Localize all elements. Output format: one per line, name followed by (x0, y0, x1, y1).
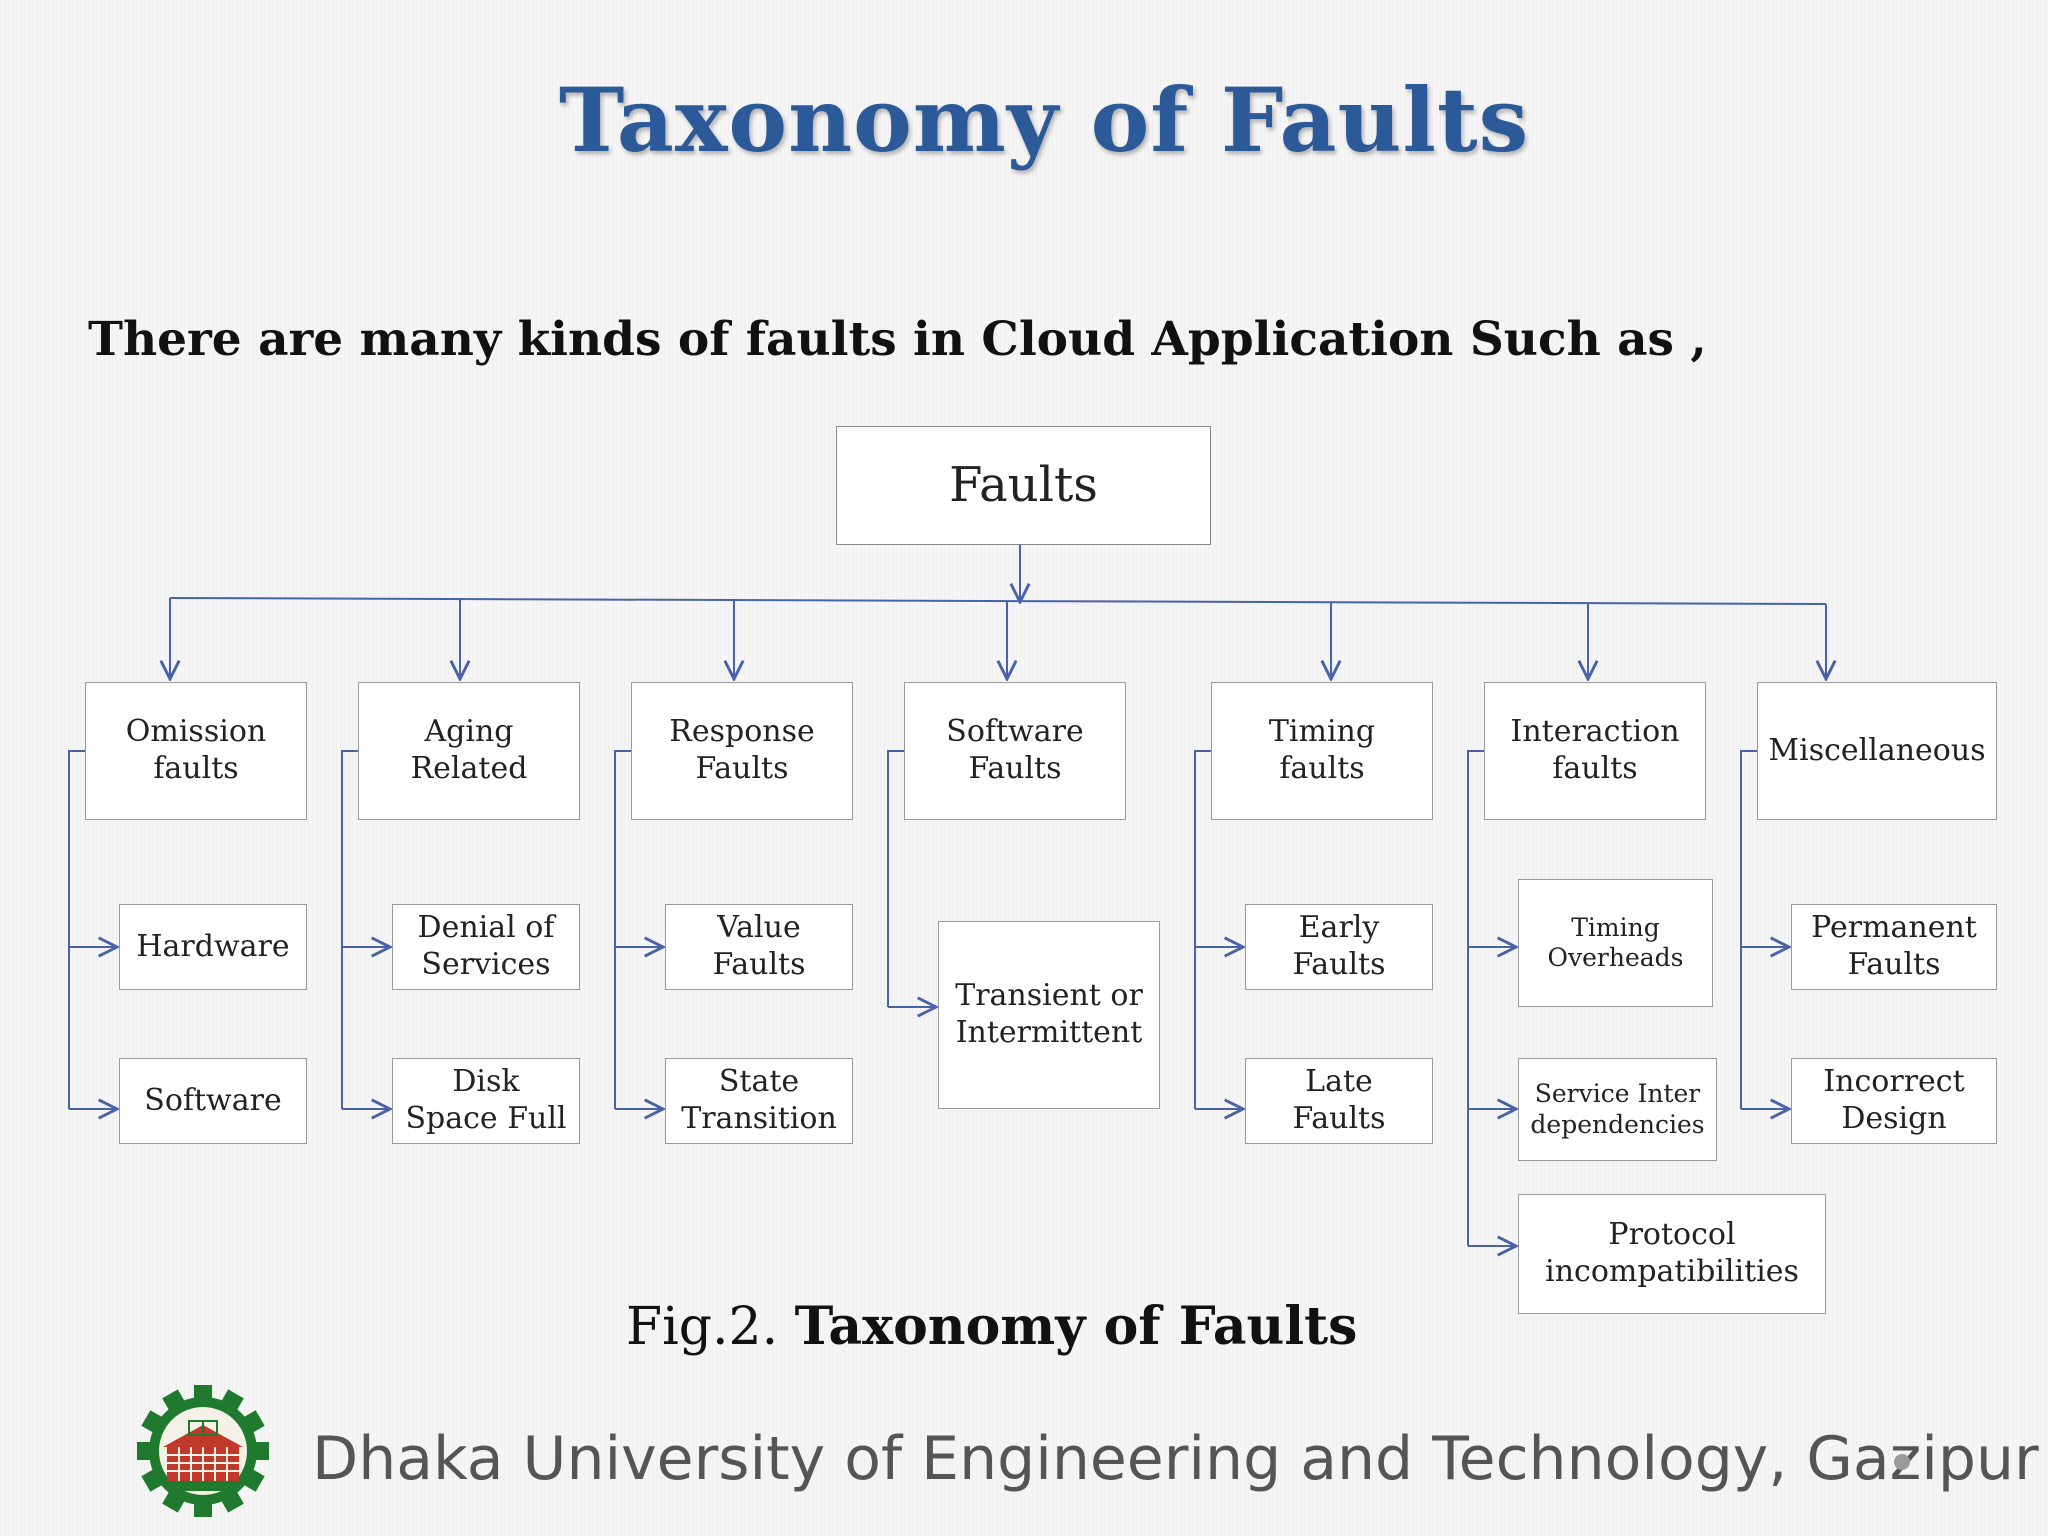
leaf-incorrect-design: Incorrect Design (1791, 1058, 1997, 1144)
leaf-late-faults: Late Faults (1245, 1058, 1433, 1144)
slide-title: Taxonomy of Faults (558, 68, 1530, 172)
leaf-disk-space-full: Disk Space Full (392, 1058, 580, 1144)
leaf-hardware: Hardware (119, 904, 307, 990)
connector-timing-spine (1194, 750, 1211, 1109)
figure-caption: Fig.2. Taxonomy of Faults (626, 1296, 1357, 1357)
university-logo-icon (137, 1385, 269, 1517)
caption-title: Taxonomy of Faults (794, 1296, 1358, 1357)
category-timing-faults: Timing faults (1211, 682, 1433, 820)
leaf-early-faults: Early Faults (1245, 904, 1433, 990)
leaf-value-faults: Value Faults (665, 904, 853, 990)
intro-text: There are many kinds of faults in Cloud … (88, 312, 1707, 367)
leaf-denial-of-services: Denial of Services (392, 904, 580, 990)
connector-software-spine (887, 750, 904, 1007)
root-node: Faults (836, 426, 1211, 545)
connector-interaction-spine (1467, 750, 1484, 1246)
leaf-transient-or-intermittent: Transient or Intermittent (938, 921, 1160, 1109)
caption-prefix: Fig.2. (626, 1297, 795, 1357)
leaf-software: Software (119, 1058, 307, 1144)
leaf-permanent-faults: Permanent Faults (1791, 904, 1997, 990)
category-miscellaneous: Miscellaneous (1757, 682, 1997, 820)
leaf-protocol-incompatibilities: Protocol incompatibilities (1518, 1194, 1826, 1314)
connector-omission-spine (68, 750, 85, 1109)
connector-bus (169, 597, 1827, 605)
footer-bullet (1894, 1454, 1910, 1470)
connector-aging-spine (341, 750, 358, 1109)
category-omission-faults: Omission faults (85, 682, 307, 820)
category-aging-related: Aging Related (358, 682, 580, 820)
footer-university-name: Dhaka University of Engineering and Tech… (312, 1424, 2039, 1494)
category-software-faults: Software Faults (904, 682, 1126, 820)
category-interaction-faults: Interaction faults (1484, 682, 1706, 820)
category-response-faults: Response Faults (631, 682, 853, 820)
leaf-service-inter-dependencies: Service Inter dependencies (1518, 1058, 1717, 1161)
leaf-timing-overheads: Timing Overheads (1518, 879, 1713, 1007)
connector-response-spine (614, 750, 631, 1109)
leaf-state-transition: State Transition (665, 1058, 853, 1144)
connector-misc-spine (1740, 750, 1757, 1109)
